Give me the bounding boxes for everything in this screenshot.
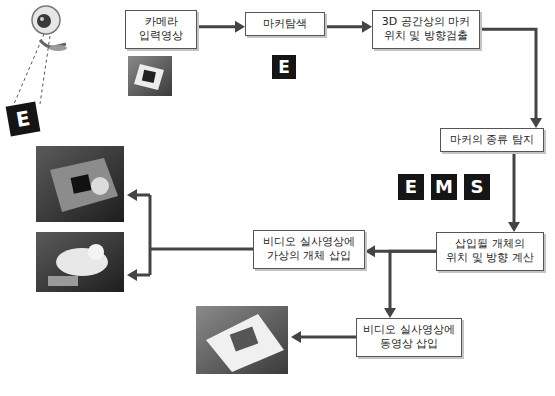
connector-line: [325, 25, 364, 28]
connector-line: [513, 152, 516, 224]
process-box: 마커탐색: [245, 12, 325, 36]
result-photo: [36, 146, 124, 222]
output-line: [150, 248, 253, 251]
photo-detail: [142, 70, 156, 83]
photo-detail: [134, 64, 164, 90]
output-line: [300, 336, 356, 339]
flow-arrow: [197, 21, 245, 33]
flow-arrow: [325, 21, 372, 33]
webcam-lens: [37, 14, 51, 28]
webcam-base: [49, 45, 67, 51]
arrow-head: [530, 118, 542, 128]
arrow-head: [291, 331, 301, 343]
marker-symbol: E: [398, 174, 424, 200]
box-label: 마커의 종류 탐지: [447, 133, 537, 147]
arrow-head: [508, 222, 520, 232]
process-box: 비디오 실사영상에 동영상 삽입: [356, 318, 462, 357]
output-line: [149, 195, 152, 275]
photo: [128, 56, 172, 96]
photo: [36, 146, 124, 222]
photo-detail: [91, 177, 109, 195]
marker-symbol: E: [6, 102, 41, 137]
box-label: 비디오 실사영상에 가상의 개체 삽입: [260, 235, 358, 264]
connector-line: [480, 29, 536, 120]
arrow-head: [127, 269, 137, 281]
process-box: 3D 공간상의 마커 위치 및 방향검출: [372, 10, 480, 49]
connector-line: [390, 251, 436, 310]
view-line: [14, 34, 44, 104]
process-box: 마커의 종류 탐지: [440, 128, 544, 152]
flow-arrow: [384, 251, 436, 318]
webcam-body: [32, 6, 60, 34]
photo-detail: [71, 174, 92, 193]
process-box: 삽입될 개체의 위치 및 방향 계산: [436, 232, 544, 271]
photo-detail: [230, 326, 259, 351]
photo-detail: [50, 158, 118, 212]
flow-arrow: [480, 29, 542, 128]
lens-glint: [40, 17, 44, 21]
marker-symbol: M: [431, 174, 457, 200]
webcam-icon: [14, 6, 67, 104]
photo-detail: [206, 314, 284, 372]
arrow-head: [384, 308, 396, 318]
box-label: 마커탐색: [252, 17, 318, 31]
input-thumbnail: [128, 56, 172, 96]
arrow-head: [235, 21, 245, 33]
flow-arrow: [508, 152, 520, 232]
photo: [196, 306, 288, 374]
output-line: [136, 274, 150, 277]
marker-symbol: E: [272, 55, 296, 79]
connector-line: [197, 25, 237, 28]
marker-symbol: S: [464, 174, 490, 200]
arrow-head: [362, 21, 372, 33]
photo-detail: [88, 244, 104, 260]
arrow-head: [127, 189, 137, 201]
arrow-head: [365, 245, 375, 257]
result-photo: [36, 232, 124, 292]
photo: [36, 232, 124, 292]
process-box: 비디오 실사영상에 가상의 개체 삽입: [253, 230, 365, 269]
box-label: 삽입될 개체의 위치 및 방향 계산: [443, 237, 537, 266]
process-box: 카메라 입력영상: [125, 10, 197, 49]
box-label: 비디오 실사영상에 동영상 삽입: [363, 323, 455, 352]
photo-detail: [48, 276, 78, 286]
box-label: 카메라 입력영상: [132, 15, 190, 44]
output-line: [136, 194, 150, 197]
box-label: 3D 공간상의 마커 위치 및 방향검출: [379, 15, 473, 44]
result-photo: [196, 306, 288, 374]
